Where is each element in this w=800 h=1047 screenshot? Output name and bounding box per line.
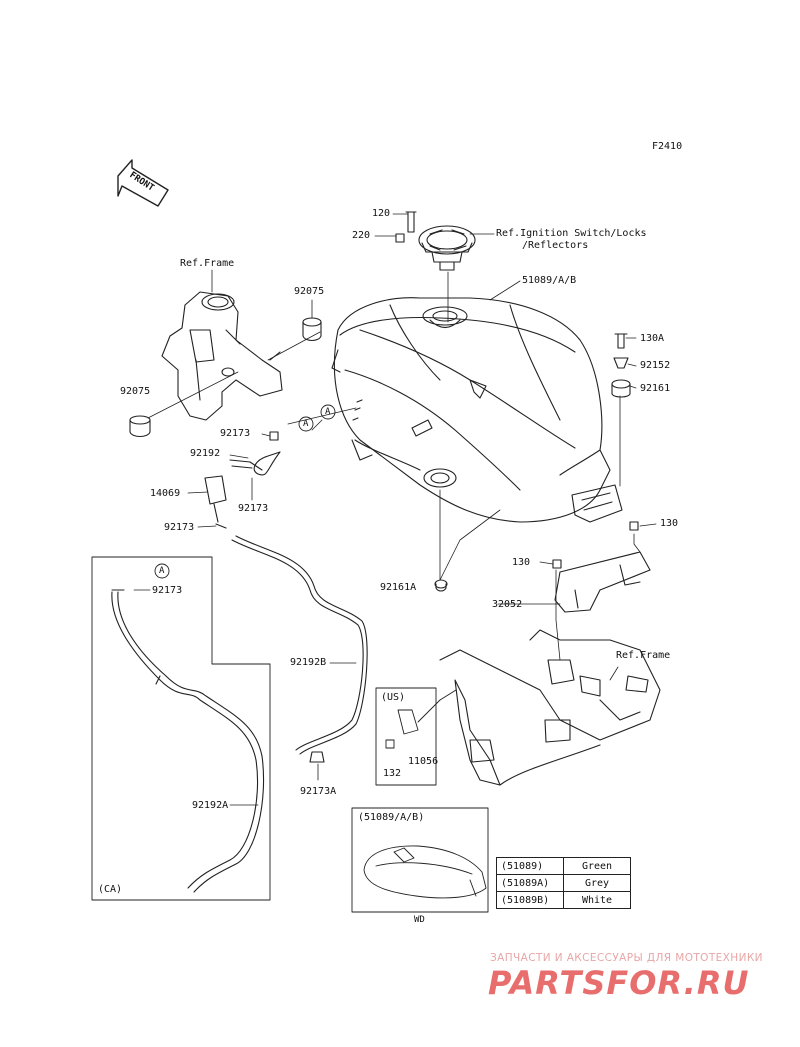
label-92161A: 92161A — [380, 582, 417, 593]
color-table-part: (51089A) — [496, 874, 564, 892]
table-row: (51089A) Grey — [496, 874, 631, 892]
label-130A: 130A — [640, 333, 665, 344]
label-ca: (CA) — [98, 884, 123, 895]
frame-top-left — [129, 291, 322, 438]
label-92173A: 92173A — [300, 786, 337, 797]
label-92075-top: 92075 — [294, 286, 325, 297]
color-table-color: White — [563, 891, 631, 909]
frame-bottom-right — [439, 629, 661, 786]
label-32052: 32052 — [492, 599, 523, 610]
callout-circles — [154, 404, 336, 579]
table-row: (51089) Green — [496, 857, 631, 875]
bracket-32052 — [552, 521, 651, 613]
label-us: (US) — [381, 692, 406, 703]
color-table-color: Grey — [563, 874, 631, 892]
us-region-box — [375, 687, 457, 786]
label-ref-ignition-1: Ref.Ignition Switch/Locks — [496, 228, 647, 239]
mount-parts-right — [434, 333, 631, 592]
fuel-tank — [331, 297, 623, 523]
color-table-color: Green — [563, 857, 631, 875]
label-132: 132 — [383, 768, 402, 779]
label-92173-b: 92173 — [238, 503, 269, 514]
label-ref-frame-bottom: Ref.Frame — [616, 650, 671, 661]
label-130-mid: 130 — [512, 557, 531, 568]
label-ref-ignition-2: /Reflectors — [522, 240, 589, 251]
label-14069: 14069 — [150, 488, 181, 499]
callout-a-2: A — [303, 419, 309, 429]
label-92075-left: 92075 — [120, 386, 151, 397]
watermark-logo: PARTSFOR.RU — [488, 964, 750, 1002]
hoses — [111, 431, 368, 893]
label-220: 220 — [352, 230, 371, 241]
label-11056: 11056 — [408, 756, 439, 767]
bolt-120 — [405, 211, 417, 233]
callout-a-3: A — [159, 566, 165, 576]
label-92161: 92161 — [640, 383, 671, 394]
label-92173-a: 92173 — [220, 428, 251, 439]
front-arrow-icon — [117, 159, 169, 207]
figure-code: F2410 — [652, 141, 683, 152]
label-92173-ca: 92173 — [152, 585, 183, 596]
label-92192B: 92192B — [290, 657, 327, 668]
color-variant-box — [351, 807, 489, 913]
leader-lines — [133, 213, 657, 806]
label-130-right: 130 — [660, 518, 679, 529]
label-92192A: 92192A — [192, 800, 229, 811]
table-row: (51089B) White — [496, 891, 631, 909]
label-wd: WD — [414, 915, 425, 925]
screw-220 — [395, 233, 405, 243]
color-table: (51089) Green (51089A) Grey (51089B) Whi… — [496, 857, 631, 909]
filler-cap — [418, 225, 476, 271]
label-92152: 92152 — [640, 360, 671, 371]
label-92192: 92192 — [190, 448, 221, 459]
color-table-part: (51089B) — [496, 891, 564, 909]
color-table-part: (51089) — [496, 857, 564, 875]
label-51089: 51089/A/B — [522, 275, 577, 286]
watermark-tagline: ЗАПЧАСТИ И АКСЕССУАРЫ ДЛЯ МОТОТЕХНИКИ — [490, 952, 763, 964]
color-box-title: (51089/A/B) — [358, 812, 425, 823]
label-ref-frame-top: Ref.Frame — [180, 258, 235, 269]
ca-region-box — [91, 556, 271, 901]
label-92173-c: 92173 — [164, 522, 195, 533]
label-120: 120 — [372, 208, 391, 219]
callout-a-1: A — [325, 407, 331, 417]
